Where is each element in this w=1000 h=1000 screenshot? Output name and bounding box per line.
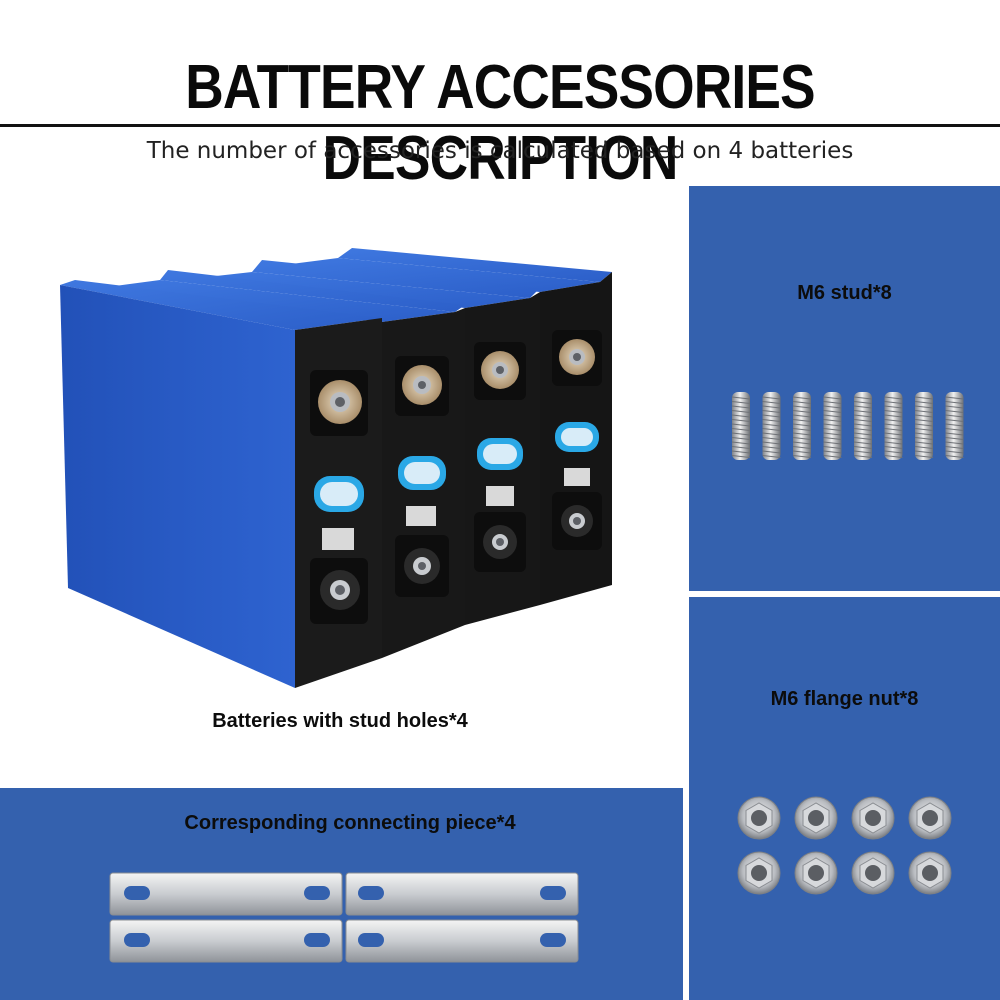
flange-nut xyxy=(908,796,952,840)
stud xyxy=(792,392,812,460)
flange-nut xyxy=(794,851,838,895)
stud xyxy=(914,392,934,460)
flange-nut xyxy=(794,796,838,840)
flange-nut xyxy=(908,851,952,895)
connectors-label: Corresponding connecting piece*4 xyxy=(184,812,516,834)
title-divider xyxy=(0,124,1000,127)
battery-terminals xyxy=(310,330,602,624)
flange-nut xyxy=(851,796,895,840)
flange-nut xyxy=(737,851,781,895)
nuts-label: M6 flange nut*8 xyxy=(770,688,919,710)
flange-nut xyxy=(851,851,895,895)
connecting-piece xyxy=(109,872,343,916)
studs-label: M6 stud*8 xyxy=(797,282,892,304)
stud xyxy=(731,392,751,460)
connecting-piece xyxy=(345,919,579,963)
page-title: BATTERY ACCESSORIES DESCRIPTION xyxy=(185,53,815,193)
nuts-group xyxy=(737,796,952,895)
studs-group xyxy=(731,392,964,460)
studs-panel xyxy=(689,186,1000,591)
stud xyxy=(762,392,781,460)
connecting-piece xyxy=(109,919,343,963)
connecting-piece xyxy=(345,872,579,916)
stud xyxy=(823,392,842,460)
stud xyxy=(945,392,964,460)
stud xyxy=(884,392,903,460)
connectors-group xyxy=(109,872,579,963)
nuts-panel xyxy=(689,597,1000,1000)
stud xyxy=(853,392,873,460)
page-subtitle: The number of accessories is calculated … xyxy=(146,138,854,164)
batteries-label: Batteries with stud holes*4 xyxy=(212,710,468,732)
flange-nut xyxy=(737,796,781,840)
